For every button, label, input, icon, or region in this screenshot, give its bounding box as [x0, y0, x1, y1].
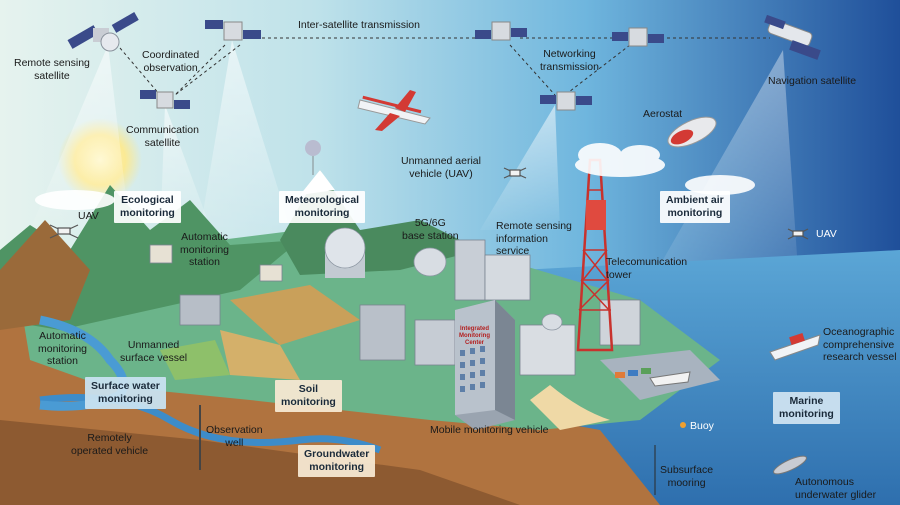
city-buildings	[149, 239, 641, 376]
uav-right-label: UAV	[816, 228, 837, 240]
beach	[530, 385, 610, 430]
uav-right-icon	[787, 228, 809, 240]
inter-satellite-node	[475, 21, 527, 41]
integrated-monitoring-center	[455, 300, 515, 430]
beam-networking	[480, 105, 560, 230]
relay-satellite	[612, 27, 664, 47]
aerostat-icon	[667, 116, 717, 148]
base-station-dish	[413, 247, 447, 277]
clouds	[35, 143, 755, 210]
navigation-satellite-label: Navigation satellite	[768, 75, 857, 87]
radar-dome	[324, 227, 366, 278]
uav-left-label: UAV	[78, 210, 99, 222]
buoy-label: Buoy	[690, 420, 714, 432]
beam-coordinated	[195, 40, 300, 260]
mobile-monitoring-vehicle-label: Mobile monitoring vehicle	[430, 424, 549, 436]
farmland-3	[160, 340, 230, 380]
telecommunication-tower	[576, 158, 614, 352]
farmland-1	[230, 285, 360, 345]
research-vessel-icon	[769, 333, 821, 361]
airplane-icon	[357, 90, 431, 131]
port	[600, 350, 720, 400]
uav-center-icon	[503, 167, 527, 179]
remote-sensing-satellite	[67, 12, 139, 52]
farmland-2	[220, 330, 300, 380]
buoy-icon	[680, 422, 686, 428]
satellite-links	[119, 37, 770, 96]
coordinated-satellite	[205, 20, 261, 41]
inter-satellite-transmission-label: Inter-satellite transmission	[298, 19, 420, 31]
brown-hill	[0, 220, 90, 330]
uav-icons	[49, 167, 809, 240]
aerostat-label: Aerostat	[643, 108, 683, 120]
deep-soil-layer	[0, 420, 520, 505]
remote-sensing-dish	[541, 313, 563, 331]
navigation-satellite-icon	[764, 14, 821, 60]
networking-satellite	[540, 91, 592, 111]
communication-satellite-icon	[140, 90, 190, 109]
underwater-glider-icon	[773, 455, 807, 475]
snow-cap	[300, 170, 335, 195]
weather-balloon-icon	[305, 140, 321, 175]
uav-left-icon	[49, 224, 79, 239]
beam-remote-sensing	[30, 45, 130, 230]
